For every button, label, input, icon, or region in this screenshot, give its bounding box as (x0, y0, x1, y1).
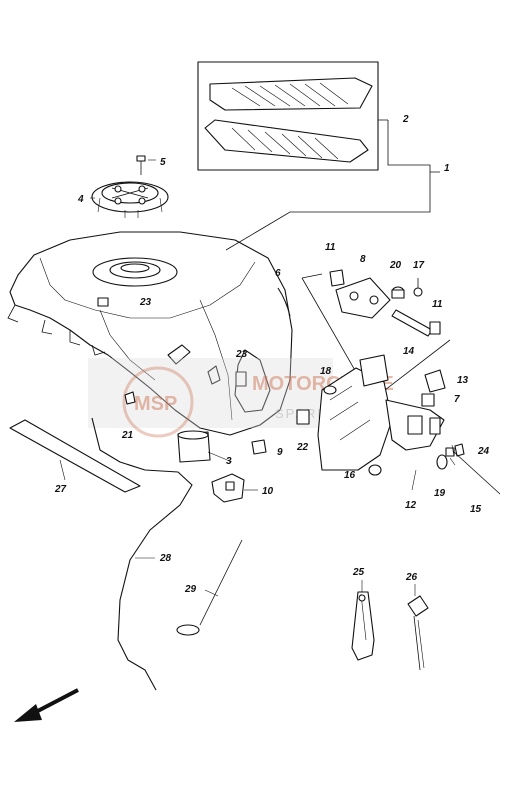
nut-7[interactable] (421, 393, 435, 407)
part-label-25: 25 (352, 567, 365, 578)
part-label-22: 22 (296, 442, 309, 453)
washer-18[interactable] (323, 385, 337, 395)
part-label-4: 4 (77, 194, 84, 205)
part-label-11-right: 11 (432, 299, 443, 310)
breather-hose[interactable] (91, 417, 193, 691)
cap-screw[interactable] (136, 155, 146, 175)
part-label-19: 19 (434, 488, 446, 499)
part-label-1: 1 (444, 163, 450, 174)
part-label-14: 14 (403, 346, 415, 357)
bolt-11-left[interactable] (329, 269, 345, 287)
part-label-17: 17 (413, 260, 425, 271)
bolt-11-right[interactable] (429, 321, 441, 335)
fuel-cap[interactable] (91, 181, 169, 218)
part-label-2: 2 (402, 114, 409, 125)
part-label-18: 18 (320, 366, 332, 377)
part-label-20: 20 (389, 260, 402, 271)
part-label-6: 6 (275, 268, 281, 279)
bracket-body[interactable] (317, 354, 445, 471)
leader-3 (207, 451, 233, 463)
watermark-logo: MSP (134, 393, 177, 415)
part-label-7: 7 (454, 394, 460, 405)
emblem-upper (209, 77, 373, 111)
leader-27 (59, 459, 66, 481)
part-label-23-upper: 23 (139, 297, 152, 308)
leader-1 (225, 171, 440, 251)
cushion-10[interactable] (211, 473, 245, 503)
collar-20[interactable] (391, 286, 405, 299)
front-direction-arrow-icon (14, 688, 79, 722)
pipe-14[interactable] (391, 309, 433, 337)
pad-22[interactable] (296, 409, 310, 425)
washer-19[interactable] (436, 454, 448, 470)
emblem-lower (204, 119, 369, 163)
leader-2 (378, 119, 431, 172)
leader-29 (204, 589, 219, 597)
part-label-29: 29 (184, 584, 197, 595)
part-label-11-left: 11 (325, 242, 336, 253)
emblem-set[interactable] (197, 61, 379, 171)
part-label-28: 28 (159, 553, 172, 564)
clip-13[interactable] (424, 369, 446, 393)
hose-6[interactable] (277, 287, 291, 317)
gauge-29[interactable] (176, 539, 243, 636)
cushion-9[interactable] (251, 439, 267, 455)
part-label-13: 13 (457, 375, 469, 386)
part-label-8: 8 (360, 254, 366, 265)
strip-27[interactable] (9, 419, 141, 493)
band-25[interactable] (351, 591, 375, 661)
part-label-16: 16 (344, 470, 356, 481)
screw-17[interactable] (413, 278, 423, 297)
part-label-21: 21 (121, 430, 134, 441)
part-label-9: 9 (277, 447, 283, 458)
clamp-26[interactable] (407, 595, 429, 671)
part-label-12: 12 (405, 500, 417, 511)
ring-3[interactable] (177, 430, 211, 463)
plate-8[interactable] (335, 277, 391, 319)
part-label-24: 24 (477, 446, 490, 457)
fuel-tank[interactable] (7, 231, 293, 436)
part-label-27: 27 (54, 484, 67, 495)
part-label-3: 3 (226, 456, 232, 467)
pad-21[interactable] (124, 391, 136, 405)
part-label-26: 26 (405, 572, 418, 583)
part-label-10: 10 (262, 486, 274, 497)
part-label-15: 15 (470, 504, 482, 515)
bolt-15[interactable] (445, 447, 501, 495)
bolt-16[interactable] (368, 464, 382, 476)
nut-24[interactable] (454, 443, 465, 457)
part-label-5: 5 (160, 157, 166, 168)
bracket-leaders (411, 444, 456, 491)
part-label-23-lower: 23 (235, 349, 248, 360)
